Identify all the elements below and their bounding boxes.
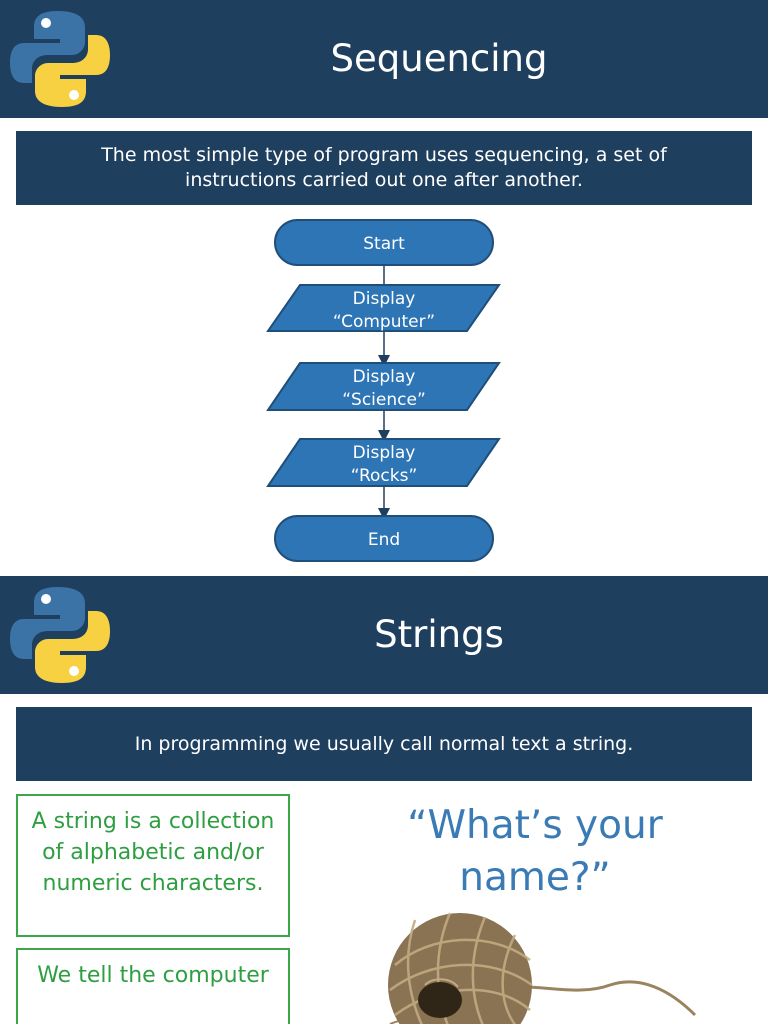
strings-intro-banner: In programming we usually call normal te… bbox=[16, 707, 752, 781]
sequencing-flowchart: Start Display “Computer” Display “Scienc… bbox=[0, 210, 768, 570]
step-1-line1: Display bbox=[353, 289, 416, 309]
page-title: Sequencing bbox=[110, 0, 768, 118]
twine-ball-image bbox=[370, 905, 700, 1024]
section-title: Strings bbox=[110, 576, 768, 694]
start-label: Start bbox=[363, 234, 405, 254]
quote-line-1: “What’s your bbox=[320, 800, 750, 852]
sequencing-header: Sequencing bbox=[0, 0, 768, 118]
end-label: End bbox=[368, 530, 400, 550]
quote-line-2: name?” bbox=[320, 852, 750, 904]
strings-header: Strings bbox=[0, 576, 768, 694]
tell-computer-box: We tell the computer bbox=[16, 948, 290, 1024]
step-2-line1: Display bbox=[353, 367, 416, 387]
string-example-quote: “What’s your name?” bbox=[320, 800, 750, 904]
sequencing-intro-banner: The most simple type of program uses seq… bbox=[16, 131, 752, 205]
string-definition-box: A string is a collection of alphabetic a… bbox=[16, 794, 290, 937]
step-3-line2: “Rocks” bbox=[351, 466, 418, 486]
step-2-line2: “Science” bbox=[342, 390, 426, 410]
step-1-line2: “Computer” bbox=[333, 312, 435, 332]
step-3-line1: Display bbox=[353, 443, 416, 463]
python-logo-icon bbox=[10, 585, 110, 685]
python-logo-icon bbox=[10, 9, 110, 109]
